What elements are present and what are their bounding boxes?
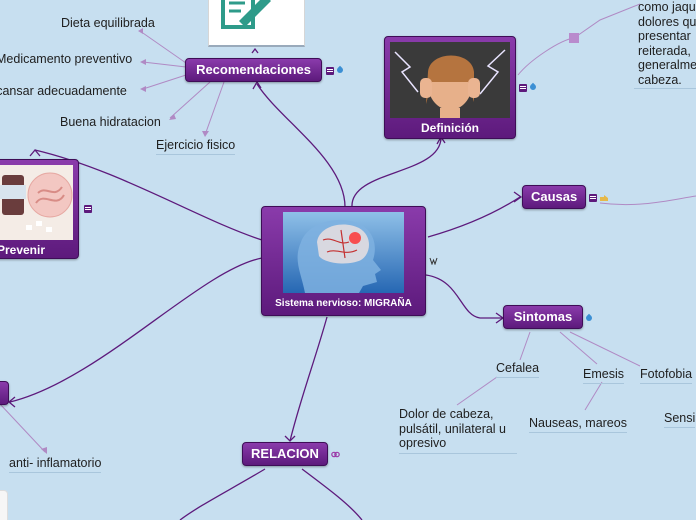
note-icon[interactable] [326,67,334,75]
center-title: Sistema nervioso: MIGRAÑA [275,298,412,309]
list-item[interactable]: Descansar adecuadamente [0,84,127,98]
note-icon[interactable] [84,205,92,213]
definicion-label: Definición [420,121,479,135]
list-item[interactable]: Cefalea [496,361,540,378]
medicine-icon [0,165,73,240]
recomendaciones-image [208,0,305,47]
list-item[interactable]: Emesis [583,367,624,384]
prevenir-label: Prevenir [0,243,45,257]
note-icon[interactable] [519,84,527,92]
recomendaciones-node[interactable]: Recomendaciones [185,58,322,82]
prevenir-node[interactable]: Prevenir [0,159,79,259]
brain-icon [283,212,404,293]
pencil-paper-icon [221,0,271,29]
list-item[interactable]: Medicamento preventivo [0,52,133,66]
headache-woman-icon [390,42,510,118]
relacion-node[interactable]: RELACION [242,442,328,466]
symbol-icon [429,257,438,265]
list-item[interactable]: Dieta equilibrada [61,16,155,30]
partial-node[interactable] [0,381,9,405]
causas-node[interactable]: Causas [522,185,586,209]
note-icon[interactable] [589,194,597,202]
list-item[interactable]: Ejercicio fisico [156,138,236,155]
divider [634,88,696,89]
hand-icon [600,195,608,201]
connector-handle[interactable] [569,33,579,43]
link-icon [331,451,340,458]
list-item[interactable]: Fotofobia [640,367,693,384]
sintomas-node[interactable]: Sintomas [503,305,583,329]
arrow-up-icon [251,48,259,54]
causas-label: Causas [531,189,578,204]
fotofobia-description: Sensi [664,411,696,428]
list-item[interactable]: Buena hidratacion [60,115,161,129]
definicion-text: como jaqu dolores qu presentar reiterada… [638,0,696,87]
cefalea-description: Dolor de cabeza, pulsátil, unilateral u … [399,407,517,454]
center-node[interactable]: Sistema nervioso: MIGRAÑA [261,206,426,316]
list-item[interactable]: anti- inflamatorio [9,456,102,473]
recomendaciones-label: Recomendaciones [196,62,311,77]
definicion-node[interactable]: Definición [384,36,516,139]
emesis-description: Nauseas, mareos [529,416,627,433]
sintomas-label: Sintomas [513,309,573,324]
partial-card [0,490,8,520]
relacion-label: RELACION [251,446,319,461]
